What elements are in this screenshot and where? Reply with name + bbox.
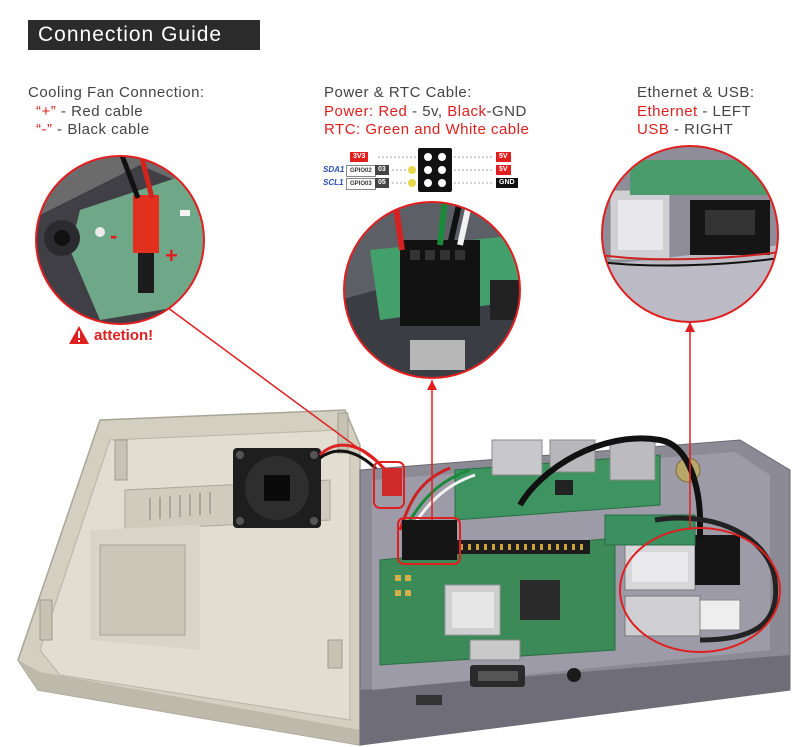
pin-5v-label-1: 5V bbox=[496, 152, 511, 162]
pin-scl1-label: SCL1 bbox=[323, 178, 344, 187]
ethernet-position: - LEFT bbox=[697, 103, 752, 120]
fan-minus-mark: - bbox=[110, 223, 117, 248]
fan-plus-line: “+” - Red cable bbox=[36, 103, 143, 121]
power-gnd-label: -GND bbox=[486, 103, 527, 120]
fan-plus-text: - Red cable bbox=[56, 103, 144, 120]
warning-icon bbox=[69, 326, 89, 344]
power-line-1: Power: Red - 5v, Black-GND bbox=[324, 103, 527, 121]
case-lid bbox=[17, 409, 387, 746]
pin-5v-label-2: 5V bbox=[496, 165, 511, 175]
rtc-line: RTC: Green and White cable bbox=[324, 121, 530, 138]
cooling-fan bbox=[233, 448, 321, 528]
fan-minus-line: “-” - Black cable bbox=[36, 121, 150, 139]
warning-label: attetion! bbox=[94, 326, 154, 344]
pin-03-label: 03 bbox=[375, 165, 389, 175]
attention-warning: attetion! bbox=[68, 325, 153, 345]
fan-minus-symbol: “-” bbox=[36, 121, 53, 138]
usb-position: - RIGHT bbox=[669, 121, 734, 138]
zoom-ethernet-usb bbox=[601, 145, 779, 323]
fan-plus-symbol: “+” bbox=[36, 103, 57, 120]
ethernet-label: Ethernet bbox=[637, 103, 698, 120]
title-banner: Connection Guide bbox=[28, 20, 260, 50]
power-red-label: Power: Red bbox=[324, 103, 408, 120]
pin-sda1-label: SDA1 bbox=[323, 165, 345, 174]
pin-gnd-label: GND bbox=[496, 178, 518, 188]
pin-3v3-label: 3V3 bbox=[350, 152, 369, 162]
fan-plus-mark: + bbox=[165, 243, 178, 268]
zoom-power-rtc bbox=[343, 201, 521, 379]
fan-heading: Cooling Fan Connection: bbox=[28, 84, 205, 101]
fan-minus-text: - Black cable bbox=[52, 121, 150, 138]
power-5v-label: - 5v, bbox=[407, 103, 448, 120]
usb-ethernet-highlight bbox=[619, 527, 781, 653]
pin-gpio03-label: GPIO03 bbox=[346, 178, 376, 190]
gpio-pinout-diagram bbox=[378, 148, 494, 192]
usb-line: USB - RIGHT bbox=[637, 121, 733, 139]
ethernet-line: Ethernet - LEFT bbox=[637, 103, 751, 121]
zoom-fan-connector bbox=[35, 155, 205, 325]
usb-label: USB bbox=[637, 121, 670, 138]
pin-gpio02-label: GPIO02 bbox=[346, 165, 376, 177]
page-title: Connection Guide bbox=[38, 23, 223, 46]
power-black-label: Black bbox=[447, 103, 487, 120]
power-connector-highlight bbox=[397, 517, 461, 565]
pin-05-label: 05 bbox=[375, 178, 389, 188]
ethernet-heading: Ethernet & USB: bbox=[637, 84, 755, 101]
fan-leader-line bbox=[159, 301, 386, 469]
power-heading: Power & RTC Cable: bbox=[324, 84, 472, 101]
raspberry-pi-board bbox=[379, 537, 616, 666]
fan-connector-highlight bbox=[373, 461, 405, 509]
